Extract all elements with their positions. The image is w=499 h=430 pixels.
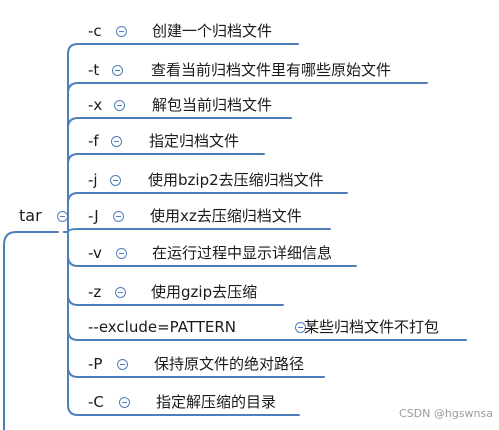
option-collapse-icon[interactable] [111,136,122,147]
option-flag: -f [88,132,99,150]
option-flag: -J [88,207,99,225]
option-collapse-icon[interactable] [113,211,124,222]
option-connector [63,117,292,233]
option-description: 指定解压缩的目录 [156,393,277,411]
option-flag: -v [88,244,102,262]
option-description: 解包当前归档文件 [152,96,273,114]
option-collapse-icon[interactable] [116,248,127,259]
option-flag: --exclude=PATTERN [88,318,237,336]
option-description: 保持原文件的绝对路径 [154,355,305,373]
option-connector [63,228,331,233]
option-connector [63,231,300,416]
option-collapse-icon[interactable] [112,65,123,76]
option-collapse-icon[interactable] [117,359,128,370]
root-connector [3,231,59,430]
root-node-label: tar [19,206,42,225]
option-flag: -z [88,283,102,301]
option-flag: -C [88,393,104,411]
option-connector [63,192,348,233]
option-flag: -t [88,61,100,79]
option-collapse-icon[interactable] [116,26,127,37]
option-connector [63,43,299,233]
watermark: CSDN @hgswnsa [399,407,493,420]
option-collapse-icon[interactable] [110,175,121,186]
option-collapse-icon[interactable] [114,100,125,111]
option-description: 在运行过程中显示详细信息 [152,244,333,262]
option-description: 创建一个归档文件 [152,22,273,40]
root-collapse-icon[interactable] [57,211,68,222]
option-collapse-icon[interactable] [295,322,306,333]
option-description: 使用xz去压缩归档文件 [150,207,302,225]
option-collapse-icon[interactable] [115,287,126,298]
option-connector [63,153,265,233]
option-description: 查看当前归档文件里有哪些原始文件 [151,61,392,79]
option-flag: -j [88,171,98,189]
option-connector [63,82,428,233]
option-collapse-icon[interactable] [119,397,130,408]
option-description: 使用gzip去压缩 [151,283,258,301]
option-description: 使用bzip2去压缩归档文件 [148,171,324,189]
option-flag: -P [88,355,103,373]
option-flag: -c [88,22,102,40]
option-description: 指定归档文件 [149,132,240,150]
option-flag: -x [88,96,103,114]
option-description: 某些归档文件不打包 [304,318,440,336]
